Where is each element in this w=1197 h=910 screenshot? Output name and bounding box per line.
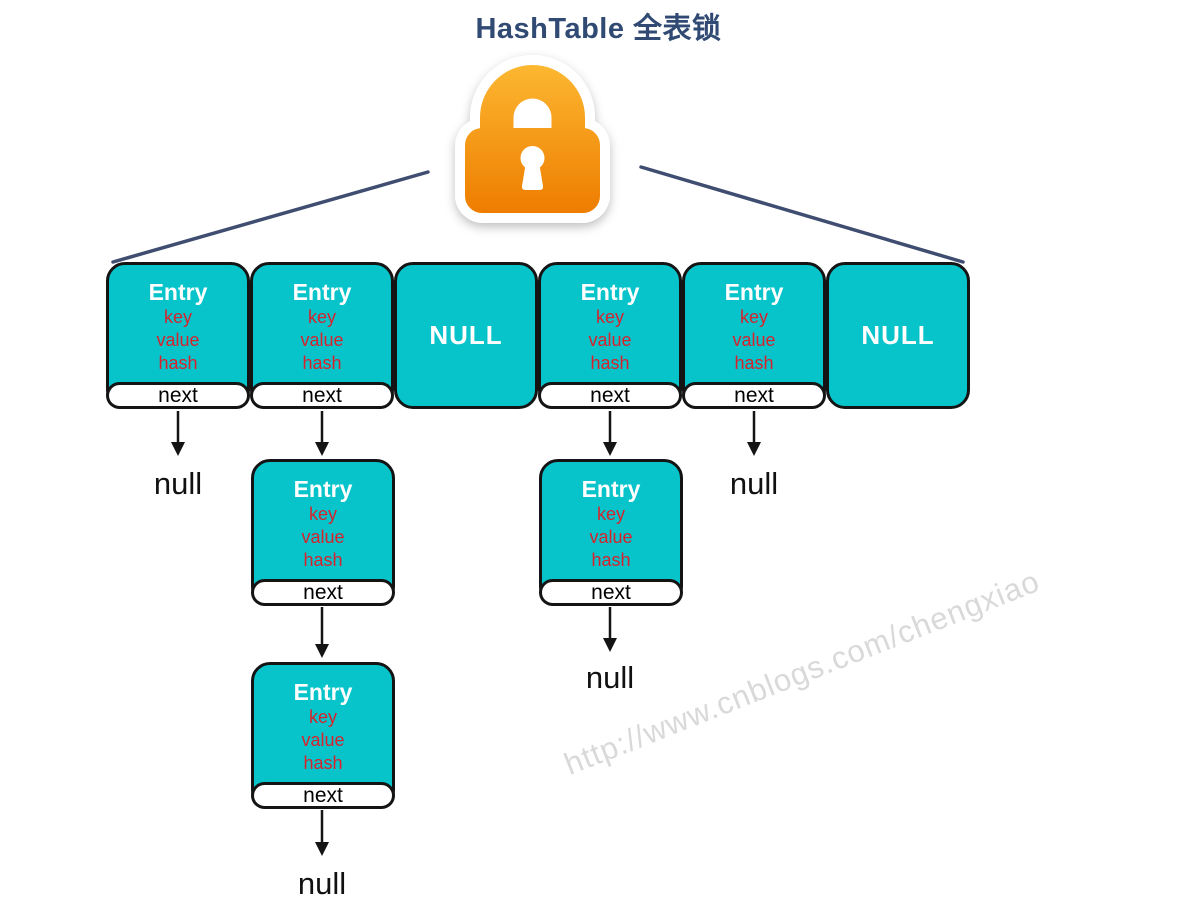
entry-field-value: value xyxy=(588,330,632,350)
chain1-node0-entry: Entry key value hash next xyxy=(251,459,395,606)
lock-icon xyxy=(455,55,610,223)
null-terminal-chain3: null xyxy=(585,660,635,695)
next-pointer: next xyxy=(106,382,250,409)
entry-field-value: value xyxy=(301,730,345,750)
chain1-node1-entry: Entry key value hash next xyxy=(251,662,395,809)
next-pointer: next xyxy=(538,382,682,409)
entry-field-key: key xyxy=(596,504,625,524)
next-pointer: next xyxy=(251,579,395,606)
entry-field-key: key xyxy=(595,307,624,327)
bucket-3-entry: Entry key value hash next xyxy=(538,262,682,409)
entry-field-hash: hash xyxy=(591,550,631,570)
entry-field-hash: hash xyxy=(158,353,198,373)
next-pointer: next xyxy=(539,579,683,606)
entry-field-value: value xyxy=(300,330,344,350)
entry-field-hash: hash xyxy=(303,550,343,570)
null-terminal-chain1: null xyxy=(297,866,347,901)
entry-title: Entry xyxy=(148,279,208,305)
next-pointer: next xyxy=(250,382,394,409)
next-pointer: next xyxy=(682,382,826,409)
bucket-0-entry: Entry key value hash next xyxy=(106,262,250,409)
entry-field-key: key xyxy=(739,307,768,327)
bucket-4-entry: Entry key value hash next xyxy=(682,262,826,409)
entry-title: Entry xyxy=(292,279,352,305)
entry-field-hash: hash xyxy=(303,753,343,773)
bucket-2-null: NULL xyxy=(394,262,538,409)
entry-field-value: value xyxy=(732,330,776,350)
chain3-node0-entry: Entry key value hash next xyxy=(539,459,683,606)
null-bucket-label: NULL xyxy=(429,320,503,350)
bucket-1-entry: Entry key value hash next xyxy=(250,262,394,409)
null-bucket-label: NULL xyxy=(861,320,935,350)
entry-field-value: value xyxy=(589,527,633,547)
entry-field-hash: hash xyxy=(302,353,342,373)
bucket-5-null: NULL xyxy=(826,262,970,409)
lock-to-table-line-left xyxy=(111,170,430,264)
next-pointer: next xyxy=(251,782,395,809)
entry-title: Entry xyxy=(724,279,784,305)
entry-title: Entry xyxy=(580,279,640,305)
entry-field-key: key xyxy=(307,307,336,327)
null-terminal-bucket4: null xyxy=(729,466,779,501)
null-terminal-bucket0: null xyxy=(153,466,203,501)
entry-field-key: key xyxy=(308,707,337,727)
entry-title: Entry xyxy=(581,476,641,502)
entry-field-value: value xyxy=(301,527,345,547)
entry-field-key: key xyxy=(308,504,337,524)
lock-to-table-line-right xyxy=(639,165,965,264)
page-title: HashTable 全表锁 xyxy=(475,13,722,45)
entry-field-hash: hash xyxy=(590,353,630,373)
entry-field-key: key xyxy=(163,307,192,327)
entry-title: Entry xyxy=(293,679,353,705)
entry-title: Entry xyxy=(293,476,353,502)
entry-field-value: value xyxy=(156,330,200,350)
entry-field-hash: hash xyxy=(734,353,774,373)
